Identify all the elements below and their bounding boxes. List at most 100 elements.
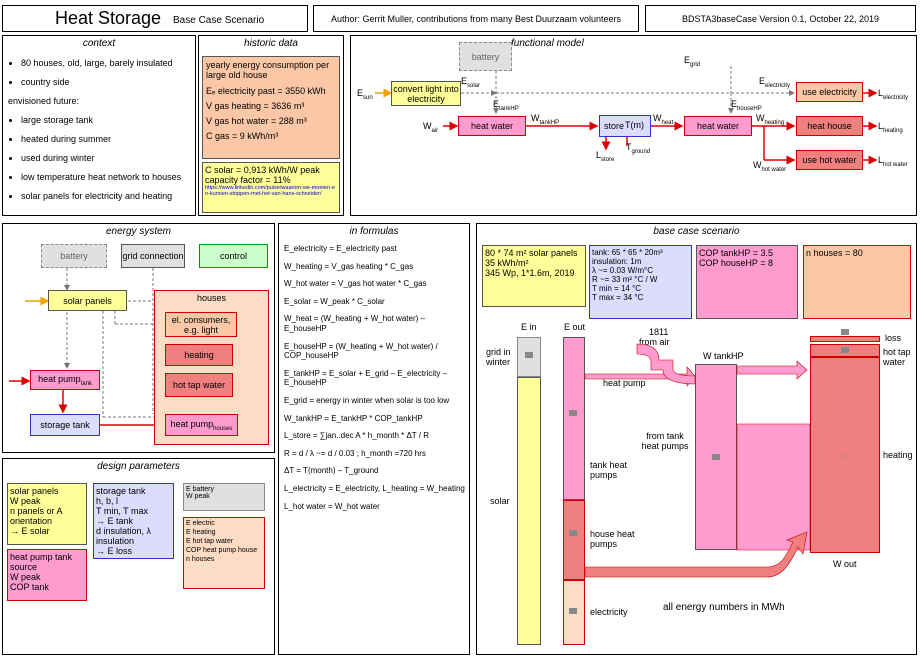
es-control-box: control bbox=[199, 244, 268, 268]
bc-nhouses-box: n houses = 80 bbox=[803, 245, 911, 319]
bc-heating-label: heating bbox=[883, 450, 913, 460]
bc-hatch-mark bbox=[712, 454, 720, 460]
fm-convert-label: convert light into electricity bbox=[393, 83, 459, 104]
formula-line: W_hot water = V_gas hot water * C_gas bbox=[284, 279, 427, 289]
functional-title: functional model bbox=[511, 38, 584, 49]
bc-eout-house-bar bbox=[563, 500, 585, 580]
energy-system-title: energy system bbox=[105, 226, 172, 237]
bc-flow-diagram bbox=[525, 329, 849, 614]
title-box: Heat Storage Base Case Scenario bbox=[2, 5, 308, 32]
formula-line: R = d / λ ~= d / 0.03 ; h_month =720 hrs bbox=[284, 448, 426, 458]
bc-tank-line: λ ~= 0.03 W/m°C bbox=[592, 266, 653, 275]
formula-line: E_solar = W_peak * C_solar bbox=[284, 296, 385, 306]
dp-storage-line: T min, T max bbox=[96, 506, 149, 516]
es-houses-label: houses bbox=[196, 293, 227, 303]
fm-label-lstore: Lstore bbox=[596, 150, 615, 163]
version-box: BDSTA3baseCase Version 0.1, October 22, … bbox=[645, 5, 916, 32]
future-list: large storage tank heated during summer … bbox=[8, 115, 194, 201]
bc-eout-tank-bar bbox=[563, 337, 585, 500]
fm-use-electricity-box: use electricity bbox=[796, 82, 863, 102]
fm-label-ehousehp: EhouseHP bbox=[731, 99, 762, 112]
bc-hatch-mark bbox=[525, 352, 533, 358]
bc-tank-to-out-flow bbox=[736, 360, 808, 380]
es-hp-tank-label: heat pumptank bbox=[38, 373, 92, 387]
bc-solar-line: 345 Wp, 1*1.6m, 2019 bbox=[485, 268, 575, 278]
historic-heading: yearly energy consumption per large old … bbox=[206, 60, 330, 80]
author-text: Author: Gerrit Muller, contributions fro… bbox=[330, 13, 622, 24]
context-title: context bbox=[82, 38, 116, 49]
es-heating-box: heating bbox=[165, 344, 233, 366]
bc-heat-pump-label: heat pump bbox=[603, 378, 646, 388]
bc-wout-label: W out bbox=[833, 559, 857, 569]
bc-tank-line: insulation: 1m bbox=[592, 257, 642, 266]
bc-hatch-mark bbox=[841, 347, 849, 353]
fm-label-whot: Whot water bbox=[753, 160, 787, 173]
author-box: Author: Gerrit Muller, contributions fro… bbox=[313, 5, 639, 32]
fm-use-hot-water-box: use hot water bbox=[796, 150, 863, 170]
dp-solar-line: orientation bbox=[10, 516, 53, 526]
fm-battery-label: battery bbox=[471, 51, 500, 62]
design-panel: design parameters solar panels W peak n … bbox=[2, 458, 275, 655]
bc-tank-line: tank: 65 * 65 * 20m³ bbox=[592, 248, 663, 257]
bc-tank-heat-flow bbox=[736, 423, 811, 551]
es-heating-label: heating bbox=[184, 350, 214, 360]
historic-line: Eₑ electricity past = 3550 kWh bbox=[206, 86, 326, 96]
dp-storage-box: storage tank h, b, l T min, T max → E ta… bbox=[93, 483, 174, 559]
version-text: BDSTA3baseCase Version 0.1, October 22, … bbox=[682, 13, 879, 24]
dp-storage-line: d insulation, λ insulation bbox=[96, 526, 152, 546]
bc-nhouses-label: n houses = 80 bbox=[806, 248, 863, 258]
fm-label-esolar: Esolar bbox=[461, 76, 481, 89]
base-case-panel: base case scenario 80 * 74 m² solar pane… bbox=[476, 223, 917, 655]
historic-line: V gas hot water = 288 m³ bbox=[206, 116, 307, 126]
historic-line: V gas heating = 3636 m³ bbox=[206, 101, 305, 111]
es-storage-box: storage tank bbox=[30, 414, 100, 436]
bc-solar-label: solar bbox=[490, 496, 510, 506]
historic-values-box: yearly energy consumption per large old … bbox=[202, 56, 340, 159]
es-hot-tap-label: hot tap water bbox=[172, 380, 226, 390]
dp-solar-line: n panels or A bbox=[10, 506, 63, 516]
functional-panel: functional model battery convert light i… bbox=[350, 35, 917, 216]
fm-label-esun: Esun bbox=[357, 88, 373, 101]
es-solar-label: solar panels bbox=[63, 295, 112, 306]
base-case-title: base case scenario bbox=[653, 226, 740, 237]
dp-solar-line: → E solar bbox=[10, 526, 50, 536]
fm-label-lelec: Lelectricity bbox=[878, 88, 909, 101]
context-panel: context 80 houses, old, large, barely in… bbox=[2, 35, 196, 216]
bc-wtankhp-label: W tankHP bbox=[703, 351, 744, 361]
future-item: heated during summer bbox=[21, 134, 194, 144]
bc-wout-bar-overlay bbox=[810, 357, 880, 553]
es-solar-box: solar panels bbox=[48, 290, 127, 311]
historic-panel: historic data yearly energy consumption … bbox=[198, 35, 344, 216]
formula-line: W_heating = V_gas heating * C_gas bbox=[284, 261, 414, 271]
capacity-text: capacity factor = 11% bbox=[205, 175, 291, 185]
fm-heat-water2-label: heat water bbox=[696, 121, 740, 131]
bc-house-hp-label: house heat pumps bbox=[590, 529, 635, 549]
formula-line: E_electricity = E_electricity past bbox=[284, 244, 397, 253]
context-item: country side bbox=[21, 77, 194, 87]
fm-store-box: store bbox=[599, 115, 651, 137]
dp-elec-line: COP heat pump house bbox=[186, 547, 258, 554]
es-battery-box: battery bbox=[41, 244, 107, 268]
fm-label-etankhp: EtankHP bbox=[493, 99, 519, 112]
bc-hatch-mark bbox=[569, 410, 577, 416]
source-link[interactable]: https://www.linkedin.com/pulse/waarom-we… bbox=[205, 185, 335, 197]
fm-label-tground: Tground bbox=[626, 142, 651, 155]
dp-hp-box: heat pump tank source W peak COP tank bbox=[7, 549, 87, 601]
formula-line: L_electricity = E_electricity, L_heating… bbox=[284, 483, 465, 493]
bc-hatch-mark bbox=[569, 530, 577, 536]
es-consumers-box: el. consumers, e.g. light bbox=[165, 312, 237, 337]
dp-storage-line: storage tank bbox=[96, 486, 146, 496]
es-consumers-label: el. consumers, e.g. light bbox=[171, 314, 231, 335]
fm-label-eelec: Eelectricity bbox=[759, 76, 791, 89]
es-hot-tap-box: hot tap water bbox=[165, 373, 233, 397]
formula-line: L_store = ∑jan..dec A * h_month * ΔT / R bbox=[284, 431, 429, 441]
fm-label-wheat: Wheat bbox=[653, 113, 674, 126]
formulas-title: in formulas bbox=[349, 226, 399, 237]
dp-storage-line: → E tank bbox=[96, 516, 134, 526]
bc-tank-hp-label: tank heat pumps bbox=[590, 460, 628, 480]
fm-label-wair: Wair bbox=[423, 121, 439, 134]
dp-elec-box: E electric E heating E hot tap water COP… bbox=[183, 517, 265, 589]
future-item: used during winter bbox=[21, 153, 194, 163]
fm-label-lheating: Lheating bbox=[878, 121, 903, 134]
formulas-list: E_electricity = E_electricity past W_hea… bbox=[284, 244, 468, 519]
